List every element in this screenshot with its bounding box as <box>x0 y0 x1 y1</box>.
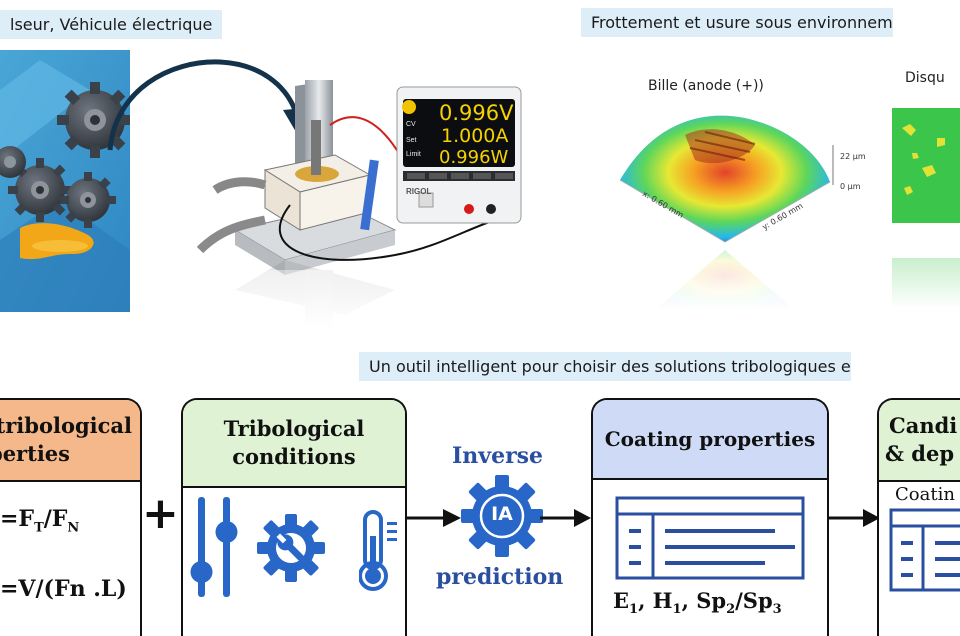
coating-properties-formula: E1, H1, Sp2/Sp3 <box>613 588 782 618</box>
arrow-to-candidates <box>829 509 880 527</box>
ball-zmax-label: 22 µm <box>840 152 866 161</box>
box-tribological-properties: tribological perties =FT/FN =V/(Fn .L) <box>0 398 142 636</box>
power-readout: 0.996W <box>439 147 509 168</box>
box1-title-line2: perties <box>0 441 70 466</box>
ia-icon-text: IA <box>491 503 513 525</box>
caption-application: lseur, Véhicule électrique <box>0 10 223 39</box>
voltage-readout: 0.996V <box>439 101 514 125</box>
box4-title-line1: Candi <box>889 412 958 438</box>
disc-surface-label: Disqu <box>905 70 945 86</box>
box-tribological-conditions: Tribological conditions <box>181 398 407 636</box>
thermometer-icon <box>359 510 397 591</box>
tribometer-setup <box>195 80 525 330</box>
mode-set: Set <box>406 137 417 144</box>
mode-limit: Limit <box>406 151 421 158</box>
mode-cv: CV <box>406 121 416 128</box>
wear-formula: =V/(Fn .L) <box>0 576 127 602</box>
box4-header: Candi & dep <box>879 400 960 482</box>
ia-gear-icon <box>461 475 543 557</box>
ball-zmin-label: 0 µm <box>840 182 861 191</box>
power-supply-body <box>396 86 522 224</box>
box3-header: Coating properties <box>593 400 827 480</box>
power-brand: RIGOL <box>406 187 432 196</box>
ball-surface-label: Bille (anode (+)) <box>648 78 764 94</box>
gears-illustration <box>0 50 130 312</box>
caption-smart-tool: Un outil intelligent pour choisir des so… <box>359 352 851 381</box>
box2-header: Tribological conditions <box>183 400 405 488</box>
coating-table-icon <box>615 496 805 580</box>
sliders-icon <box>190 497 238 597</box>
plus-sign: + <box>142 488 179 539</box>
box4-subtitle: Coatin <box>895 484 955 505</box>
box4-title-line2: & dep <box>885 441 954 466</box>
power-supply: RIGOL CV Set Limit 0.996V 1.000A 0.996W <box>395 85 523 225</box>
caption-friction-wear: Frottement et usure sous environnem <box>581 8 893 37</box>
disc-wear-surface <box>892 108 960 308</box>
friction-formula: =FT/FN <box>0 506 80 536</box>
box2-title-line1: Tribological <box>223 415 365 441</box>
gear-wrench-icon <box>257 514 325 582</box>
box2-title-line2: conditions <box>232 444 356 469</box>
ia-prediction-label: prediction <box>436 564 564 590</box>
box1-header: tribological perties <box>0 400 140 482</box>
box1-title-line1: tribological <box>0 412 132 438</box>
box-candidate-coatings: Candi & dep Coatin <box>877 398 960 636</box>
ia-inverse-label: Inverse <box>452 443 544 469</box>
arrow-to-coating <box>540 509 591 527</box>
candidate-table-icon <box>889 508 960 592</box>
ball-wear-surface <box>615 115 850 310</box>
current-readout: 1.000A <box>441 125 509 147</box>
box-coating-properties: Coating properties E1, H1, Sp2/Sp3 <box>591 398 829 636</box>
arrow-to-ia <box>407 509 461 527</box>
